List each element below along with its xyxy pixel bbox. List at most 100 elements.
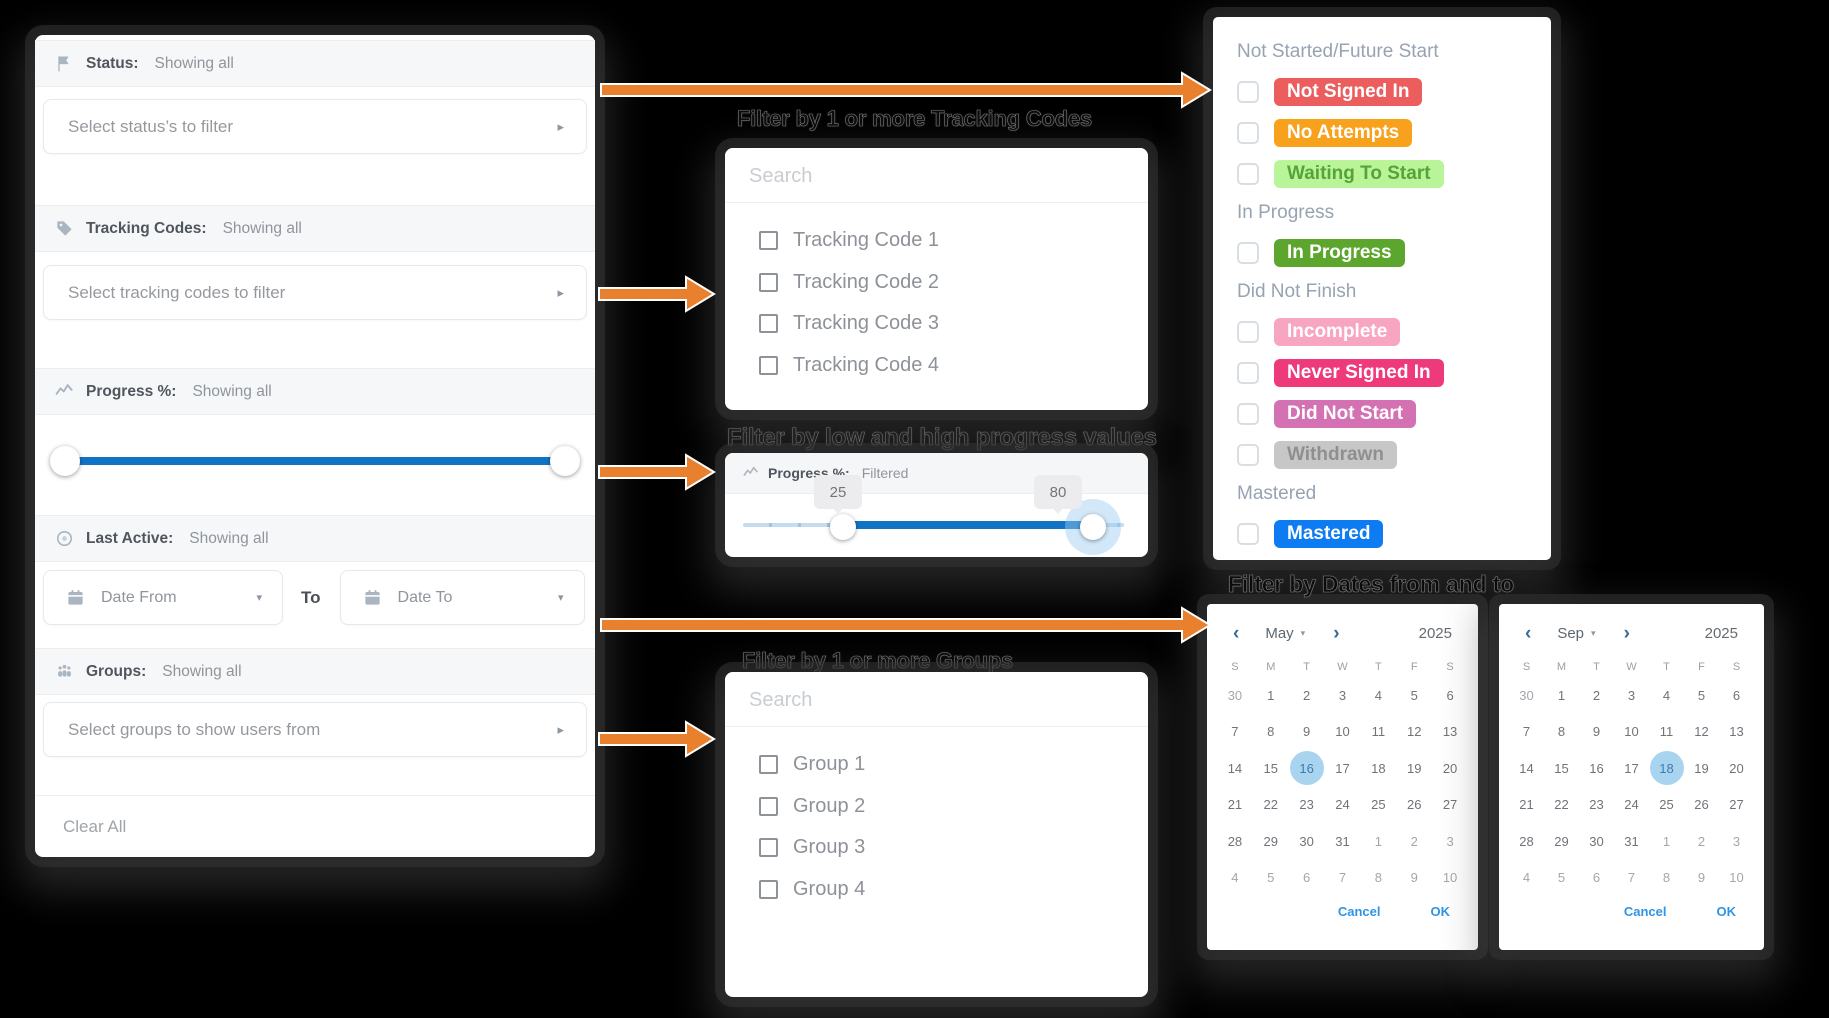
day-cell[interactable]: 21	[1217, 787, 1253, 824]
day-cell[interactable]: 24	[1325, 787, 1361, 824]
chevron-left-icon[interactable]: ‹	[1525, 623, 1532, 644]
day-cell[interactable]: 6	[1432, 677, 1468, 714]
checkbox[interactable]	[1237, 402, 1259, 425]
selected-day-cell[interactable]: 16	[1289, 750, 1325, 787]
month-dropdown[interactable]: Sep	[1557, 625, 1585, 642]
checkbox[interactable]	[1237, 320, 1259, 343]
day-cell[interactable]: 11	[1360, 714, 1396, 751]
day-cell[interactable]: 21	[1509, 787, 1544, 824]
day-cell[interactable]: 7	[1217, 714, 1253, 751]
slider-track[interactable]	[63, 457, 567, 465]
day-cell[interactable]: 8	[1253, 714, 1289, 751]
checkbox[interactable]	[759, 755, 778, 775]
day-cell[interactable]: 2	[1289, 677, 1325, 714]
status-option-row[interactable]: Not Signed In	[1237, 71, 1551, 112]
slider-handle-high[interactable]	[550, 446, 580, 476]
day-cell[interactable]: 7	[1614, 860, 1649, 897]
day-cell[interactable]: 29	[1544, 823, 1579, 860]
day-cell[interactable]: 25	[1360, 787, 1396, 824]
slider-handle-high[interactable]	[1080, 514, 1106, 540]
checkbox[interactable]	[1237, 80, 1259, 103]
day-cell[interactable]: 1	[1360, 823, 1396, 860]
day-cell[interactable]: 5	[1544, 860, 1579, 897]
checkbox[interactable]	[759, 838, 778, 858]
day-cell[interactable]: 27	[1719, 787, 1754, 824]
day-cell[interactable]: 28	[1509, 823, 1544, 860]
day-cell[interactable]: 4	[1649, 677, 1684, 714]
checkbox[interactable]	[759, 231, 778, 251]
slider-handle-low[interactable]	[50, 446, 80, 476]
day-cell[interactable]: 16	[1579, 750, 1614, 787]
day-cell[interactable]: 4	[1509, 860, 1544, 897]
day-cell[interactable]: 23	[1579, 787, 1614, 824]
status-select[interactable]: Select status’s to filter ▸	[43, 99, 587, 154]
day-cell[interactable]: 18	[1360, 750, 1396, 787]
day-cell[interactable]: 26	[1396, 787, 1432, 824]
day-cell[interactable]: 20	[1432, 750, 1468, 787]
checkbox-item[interactable]: Tracking Code 1	[725, 220, 1148, 262]
checkbox[interactable]	[759, 272, 778, 292]
day-cell[interactable]: 12	[1396, 714, 1432, 751]
groups-select[interactable]: Select groups to show users from ▸	[43, 702, 587, 757]
day-cell[interactable]: 11	[1649, 714, 1684, 751]
day-cell[interactable]: 27	[1432, 787, 1468, 824]
day-cell[interactable]: 17	[1325, 750, 1361, 787]
status-option-row[interactable]: No Attempts	[1237, 112, 1551, 153]
checkbox[interactable]	[759, 355, 778, 375]
checkbox-item[interactable]: Tracking Code 3	[725, 303, 1148, 345]
day-cell[interactable]: 10	[1719, 860, 1754, 897]
day-cell[interactable]: 31	[1325, 823, 1361, 860]
ok-button[interactable]: OK	[1716, 904, 1737, 919]
day-cell[interactable]: 23	[1289, 787, 1325, 824]
day-cell[interactable]: 13	[1719, 714, 1754, 751]
status-option-row[interactable]: Did Not Start	[1237, 393, 1551, 434]
date-to-select[interactable]: Date To ▾	[339, 570, 585, 625]
day-cell[interactable]: 30	[1289, 823, 1325, 860]
day-cell[interactable]: 7	[1509, 714, 1544, 751]
day-cell[interactable]: 3	[1432, 823, 1468, 860]
day-cell[interactable]: 9	[1289, 714, 1325, 751]
day-cell[interactable]: 22	[1544, 787, 1579, 824]
day-cell[interactable]: 10	[1432, 860, 1468, 897]
day-cell[interactable]: 26	[1684, 787, 1719, 824]
day-cell[interactable]: 2	[1579, 677, 1614, 714]
day-cell[interactable]: 30	[1509, 677, 1544, 714]
tracking-select[interactable]: Select tracking codes to filter ▸	[43, 265, 587, 320]
checkbox[interactable]	[759, 796, 778, 816]
checkbox-item[interactable]: Tracking Code 2	[725, 262, 1148, 304]
checkbox[interactable]	[1237, 121, 1259, 144]
day-cell[interactable]: 3	[1614, 677, 1649, 714]
day-cell[interactable]: 19	[1684, 750, 1719, 787]
selected-day-cell[interactable]: 18	[1649, 750, 1684, 787]
checkbox-item[interactable]: Group 2	[725, 786, 1148, 828]
day-cell[interactable]: 8	[1360, 860, 1396, 897]
checkbox[interactable]	[1237, 443, 1259, 466]
progress-slider[interactable]	[35, 415, 595, 515]
checkbox-item[interactable]: Group 1	[725, 744, 1148, 786]
day-cell[interactable]: 8	[1649, 860, 1684, 897]
checkbox[interactable]	[1237, 522, 1259, 545]
day-cell[interactable]: 8	[1544, 714, 1579, 751]
day-cell[interactable]: 24	[1614, 787, 1649, 824]
status-option-row[interactable]: Waiting To Start	[1237, 153, 1551, 194]
status-option-row[interactable]: Withdrawn	[1237, 434, 1551, 475]
day-cell[interactable]: 12	[1684, 714, 1719, 751]
day-cell[interactable]: 15	[1544, 750, 1579, 787]
checkbox[interactable]	[759, 879, 778, 899]
day-cell[interactable]: 9	[1396, 860, 1432, 897]
checkbox[interactable]	[1237, 162, 1259, 185]
day-cell[interactable]: 1	[1253, 677, 1289, 714]
day-cell[interactable]: 5	[1253, 860, 1289, 897]
search-input[interactable]	[725, 672, 1148, 726]
day-cell[interactable]: 20	[1719, 750, 1754, 787]
slider-handle-low[interactable]	[830, 514, 856, 540]
checkbox[interactable]	[1237, 361, 1259, 384]
checkbox-item[interactable]: Group 3	[725, 827, 1148, 869]
day-cell[interactable]: 28	[1217, 823, 1253, 860]
status-option-row[interactable]: Incomplete	[1237, 311, 1551, 352]
day-cell[interactable]: 31	[1614, 823, 1649, 860]
chevron-right-icon[interactable]: ›	[1333, 623, 1340, 644]
cancel-button[interactable]: Cancel	[1337, 904, 1381, 919]
day-cell[interactable]: 2	[1684, 823, 1719, 860]
day-cell[interactable]: 7	[1325, 860, 1361, 897]
